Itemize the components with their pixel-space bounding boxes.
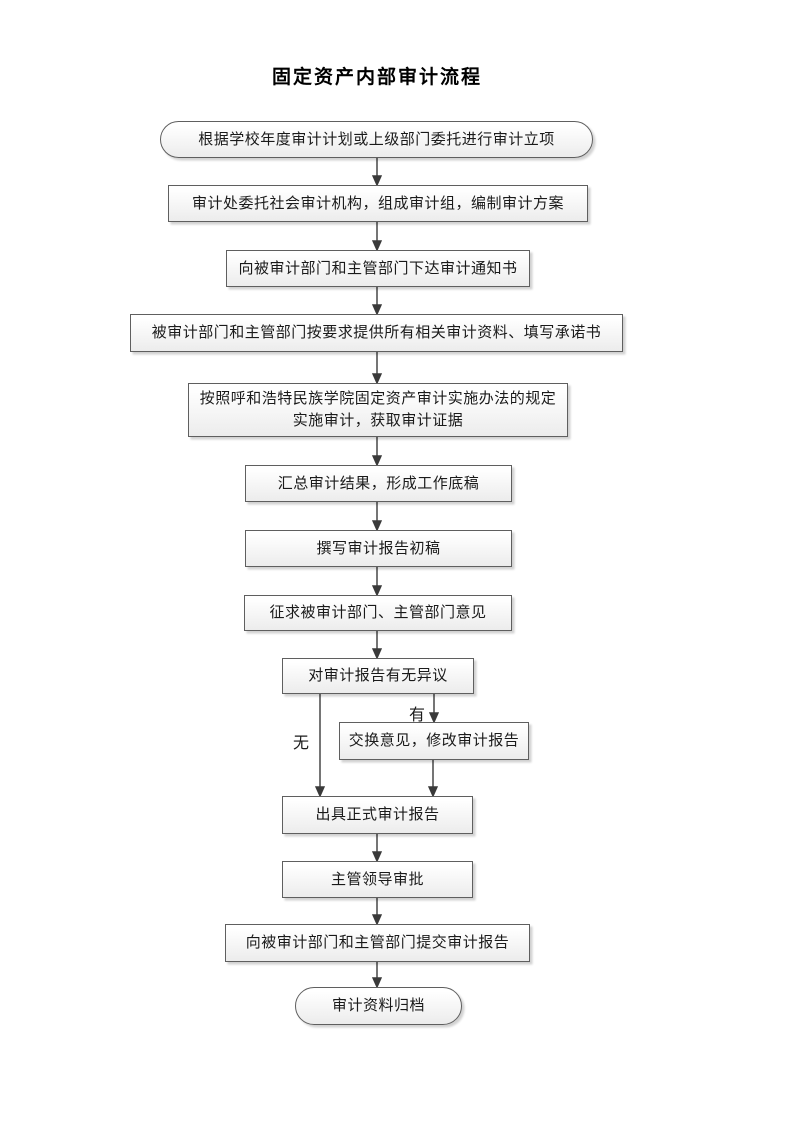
connector-materials-to-implement <box>371 352 383 385</box>
connector-implement-to-summarize <box>371 437 383 467</box>
connector-form-team-to-notice <box>371 222 383 252</box>
connector-notice-to-materials <box>371 287 383 316</box>
connector-objection-no-to-final <box>314 694 326 798</box>
connector-approval-to-submit <box>371 898 383 926</box>
connector-start-to-form-team <box>371 158 383 187</box>
flow-node-issue-notice: 向被审计部门和主管部门下达审计通知书 <box>226 250 530 287</box>
flow-node-start: 根据学校年度审计计划或上级部门委托进行审计立项 <box>160 121 593 158</box>
connector-revise-to-final <box>427 760 439 798</box>
flow-node-objection-check: 对审计报告有无异议 <box>282 658 474 694</box>
flow-node-implement-audit: 按照呼和浩特民族学院固定资产审计实施办法的规定 实施审计，获取审计证据 <box>188 383 568 437</box>
connector-solicit-to-objection <box>371 631 383 660</box>
connector-objection-yes-to-revise <box>428 694 440 724</box>
flow-node-leader-approval: 主管领导审批 <box>282 861 473 898</box>
flow-node-provide-materials: 被审计部门和主管部门按要求提供所有相关审计资料、填写承诺书 <box>130 314 623 352</box>
flow-node-solicit-opinions: 征求被审计部门、主管部门意见 <box>244 595 512 631</box>
flow-node-end: 审计资料归档 <box>295 987 462 1025</box>
connector-submit-to-end <box>371 962 383 989</box>
connector-summarize-to-draft <box>371 502 383 532</box>
flow-node-form-audit-team: 审计处委托社会审计机构，组成审计组，编制审计方案 <box>168 185 588 222</box>
page-title: 固定资产内部审计流程 <box>271 67 482 88</box>
connector-final-to-approval <box>371 834 383 863</box>
flow-node-draft-report: 撰写审计报告初稿 <box>245 530 512 567</box>
flow-node-submit-report: 向被审计部门和主管部门提交审计报告 <box>225 924 530 962</box>
flow-node-issue-final-report: 出具正式审计报告 <box>282 796 473 834</box>
branch-label-no: 无 <box>293 735 310 752</box>
flow-node-revise-report: 交换意见，修改审计报告 <box>339 722 529 760</box>
branch-label-yes: 有 <box>409 707 426 724</box>
flow-node-summarize-results: 汇总审计结果，形成工作底稿 <box>245 465 512 502</box>
connector-draft-to-solicit <box>371 567 383 597</box>
